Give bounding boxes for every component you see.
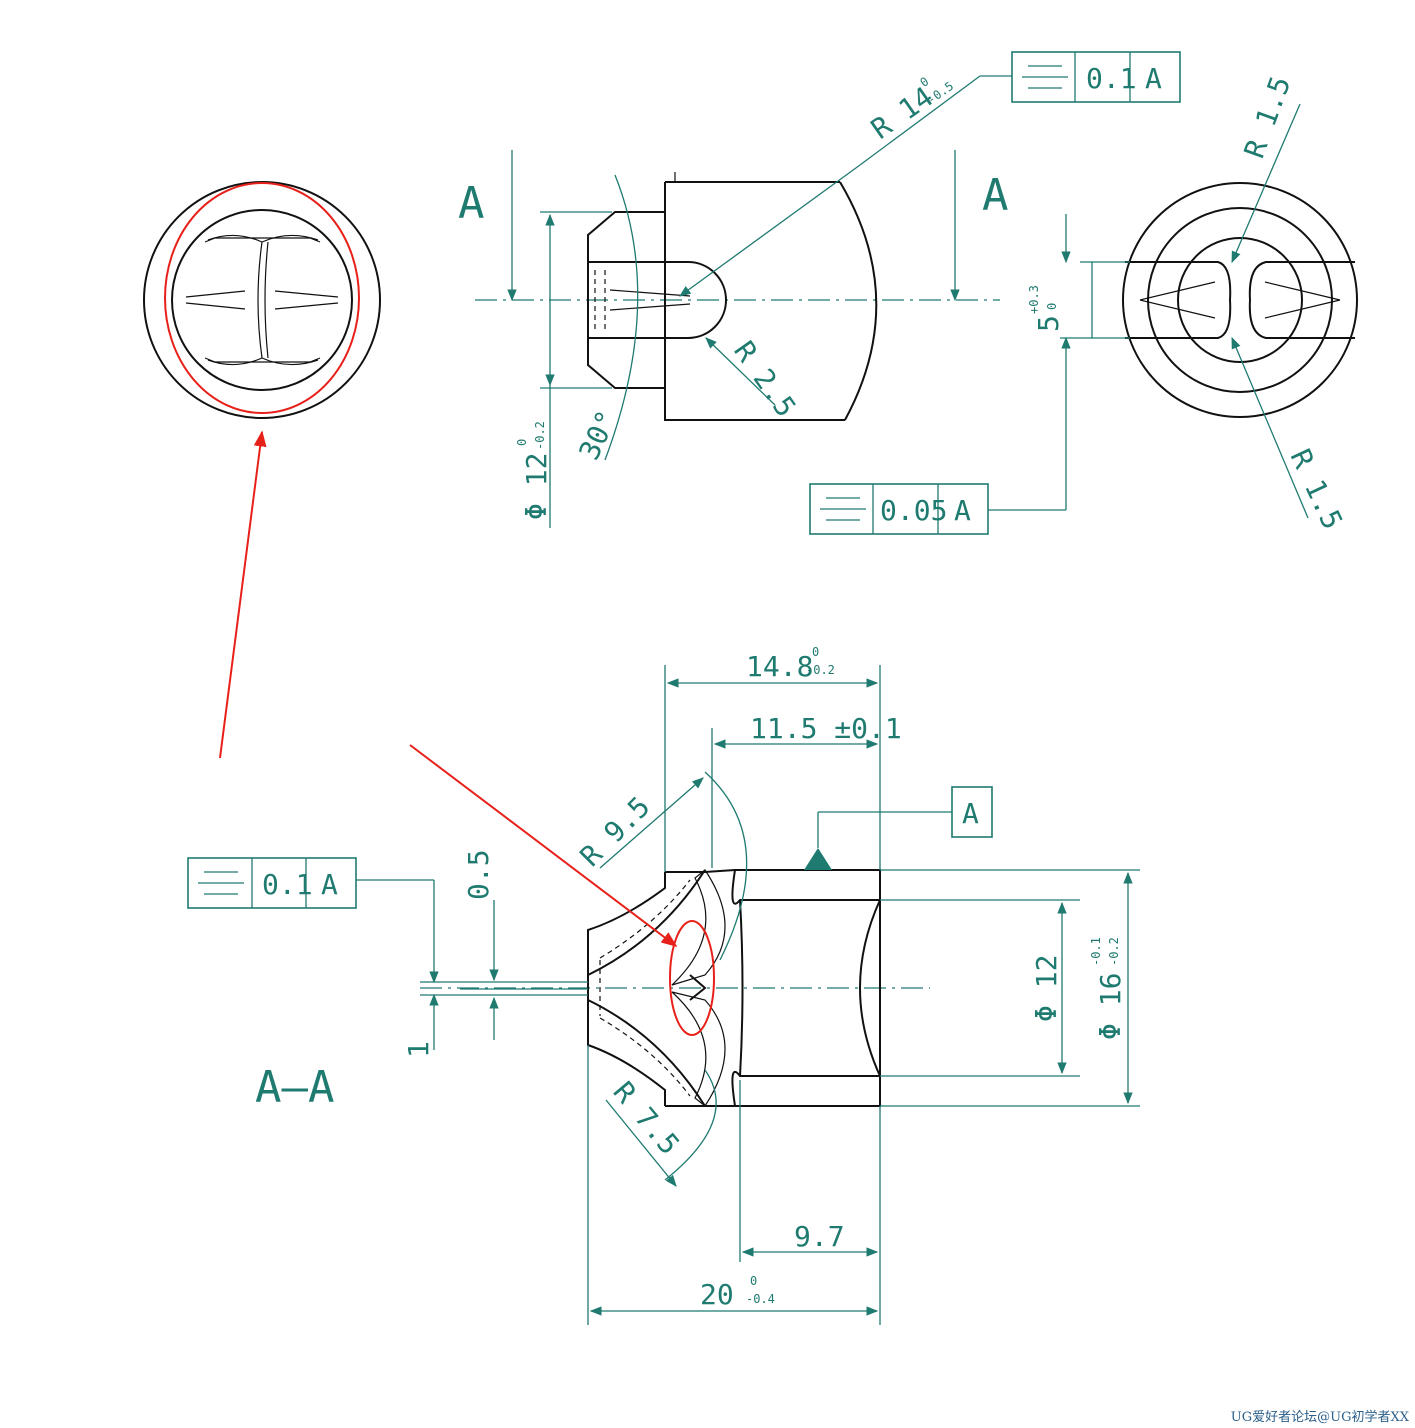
front-view (475, 75, 1012, 528)
svg-text:0: 0 (750, 1274, 757, 1288)
red-arrow-up (219, 430, 267, 759)
datum-a-label: A (962, 797, 979, 830)
svg-text:0: 0 (1045, 303, 1059, 310)
phi12-label: Φ 12 0 -0.2 (515, 421, 553, 520)
svg-text:14.8: 14.8 (746, 650, 813, 683)
svg-text:Φ 12: Φ 12 (1030, 955, 1063, 1022)
frame-top-tolerance: 0.1 (1086, 62, 1137, 95)
svg-text:-0.2: -0.2 (806, 663, 835, 677)
svg-text:-0.2: -0.2 (1107, 937, 1121, 966)
highlight-ellipse-section (669, 920, 715, 1036)
frame-section: 0.1 A (187, 857, 357, 909)
svg-text:-0.1: -0.1 (1089, 937, 1103, 966)
svg-text:-0.4: -0.4 (746, 1292, 775, 1306)
svg-text:Φ 12: Φ 12 (520, 453, 553, 520)
svg-text:0.5: 0.5 (462, 849, 495, 900)
side-view (988, 103, 1358, 519)
r25-label: R 2.5 (727, 335, 802, 423)
frame-top: 0.1 A (1011, 51, 1181, 103)
svg-text:20: 20 (700, 1278, 734, 1311)
section-view (356, 665, 1140, 1325)
svg-text:R 7.5: R 7.5 (607, 1075, 686, 1161)
frame-section-tolerance: 0.1 (262, 868, 313, 901)
datum-box: A (951, 786, 993, 838)
dim1-label: 1 (402, 1041, 435, 1058)
frame-section-datum: A (321, 868, 338, 901)
frame-top-datum: A (1145, 62, 1162, 95)
len115-label: 11.5 ±0.1 (750, 712, 902, 745)
r15-bottom-label: R 1.5 (1284, 444, 1350, 534)
frame-side-tolerance: 0.05 (880, 494, 947, 527)
section-title: A–A (255, 1062, 334, 1113)
r15-top-label: R 1.5 (1238, 72, 1298, 162)
svg-text:0: 0 (515, 439, 529, 446)
section-label-right: A (982, 170, 1009, 221)
phi12-section-label: Φ 12 (1030, 955, 1063, 1022)
highlight-ellipse-detail (164, 182, 360, 414)
svg-text:Φ 16: Φ 16 (1094, 973, 1127, 1040)
svg-text:5: 5 (1032, 315, 1065, 332)
section-label-left: A (458, 178, 485, 229)
svg-text:R 1.5: R 1.5 (1238, 72, 1298, 162)
svg-text:1: 1 (402, 1041, 435, 1058)
svg-text:30°: 30° (572, 405, 623, 465)
r95-label: R 9.5 (574, 790, 657, 873)
detail-end-view (143, 181, 381, 419)
angle30-label: 30° (572, 405, 623, 465)
dim05-label: 0.5 (462, 849, 495, 900)
r75-label: R 7.5 (607, 1075, 686, 1161)
phi16-label: Φ 16 -0.1 -0.2 (1089, 937, 1127, 1040)
red-arrow-diagonal (409, 744, 678, 947)
frame-side-datum: A (954, 494, 971, 527)
dim5-label: 5 +0.3 0 (1027, 285, 1065, 332)
len20-label: 20 0 -0.4 (700, 1274, 775, 1311)
svg-text:R 2.5: R 2.5 (727, 335, 802, 423)
len148-label: 14.8 0 -0.2 (746, 645, 835, 683)
svg-text:0: 0 (812, 645, 819, 659)
frame-side: 0.05 A (809, 483, 989, 535)
svg-text:R 9.5: R 9.5 (574, 790, 657, 873)
watermark-text: UG爱好者论坛@UG初学者XX (1230, 1410, 1409, 1425)
svg-text:-0.2: -0.2 (533, 421, 547, 450)
r14-label: R 14 0 -0.5 (865, 74, 956, 146)
dim97-label: 9.7 (794, 1220, 845, 1253)
svg-text:R 1.5: R 1.5 (1284, 444, 1350, 534)
svg-text:R 14: R 14 (865, 80, 939, 146)
svg-text:+0.3: +0.3 (1027, 285, 1041, 314)
